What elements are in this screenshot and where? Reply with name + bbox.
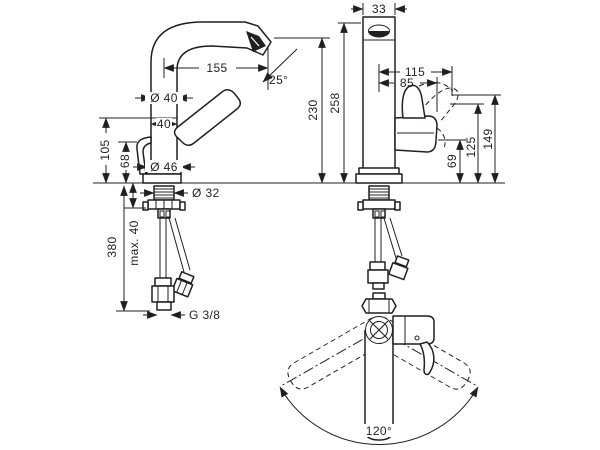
dim-height-149: 149 [481,128,495,149]
pivot-cross [369,320,389,340]
dim-reach-85: 85 [400,76,414,90]
top-pivot-inner [370,321,388,339]
top-view: 120° [279,292,479,445]
top-handle [392,315,435,345]
top-hex-nut [361,298,397,314]
dim-thread-g38: G 3/8 [189,308,220,322]
front-handle-raised-dashed [425,87,459,122]
hose-thread-end [156,301,172,311]
dim-hose-380: 380 [105,236,119,257]
top-handle-tail [419,341,435,376]
dim-height-69: 69 [445,154,459,168]
spout-opening-outline [368,24,390,38]
hose-nut [151,285,175,303]
dim-dia-40: Ø 40 [150,91,178,105]
dim-width-40: 40 [157,117,171,131]
clamp-screw [142,201,149,211]
front-under-counter [357,185,410,290]
dim-dia-46: Ø 46 [150,160,178,174]
aerator [246,31,266,52]
clamp-nut [362,199,396,210]
dim-height-258: 258 [328,92,342,113]
hose-connector-angled [388,255,410,281]
dim-max-40: max. 40 [127,220,141,266]
top-handle-dot [414,335,420,341]
dim-width-33: 33 [372,2,386,16]
base-escutcheon [142,173,182,184]
front-faucet [355,16,459,184]
side-view: 155 25° Ø 40 40 105 68 [98,21,361,322]
base-escutcheon [355,173,403,184]
dim-reach-155: 155 [206,61,227,75]
handle-motion-arc-dashed [418,81,454,92]
hose-ribbed-joint [369,261,386,271]
front-handle-lever [401,84,426,119]
front-handle-hub [394,115,438,153]
supply-hose-angled [383,217,403,259]
dim-reach-115: 115 [405,65,425,79]
handle-lever [173,89,241,146]
supply-hose-angled [168,217,191,273]
front-body [362,16,396,171]
base-flange [358,167,400,175]
dim-height-230: 230 [306,99,320,120]
hose-thread-end [372,282,385,290]
top-pivot-outer [365,316,393,344]
dim-dia-32: Ø 32 [192,186,220,200]
spout-opening [368,31,390,37]
swivel-arc [279,386,479,445]
clamp-screw [357,201,364,211]
top-stem [372,292,386,300]
hose-ribbed-joint [154,277,172,287]
clamp-screw [179,201,186,211]
clamp-screw [394,201,401,211]
dim-height-105: 105 [98,139,112,160]
dim-angle-25: 25° [269,73,288,87]
front-view: 33 115 85 69 125 149 [351,2,501,290]
dim-swivel-120: 120° [366,424,392,438]
front-dimensions: 33 115 85 69 125 149 [351,2,501,184]
hose-nut [367,269,389,284]
aerator-slit [250,36,260,47]
side-dimensions: 155 25° Ø 40 40 105 68 [98,22,361,322]
handle-raised-lower-dashed [436,127,446,150]
dim-height-125: 125 [464,136,478,157]
dim-height-68: 68 [118,154,132,168]
side-under-counter [142,185,195,311]
hose-connector-angled [171,271,195,298]
